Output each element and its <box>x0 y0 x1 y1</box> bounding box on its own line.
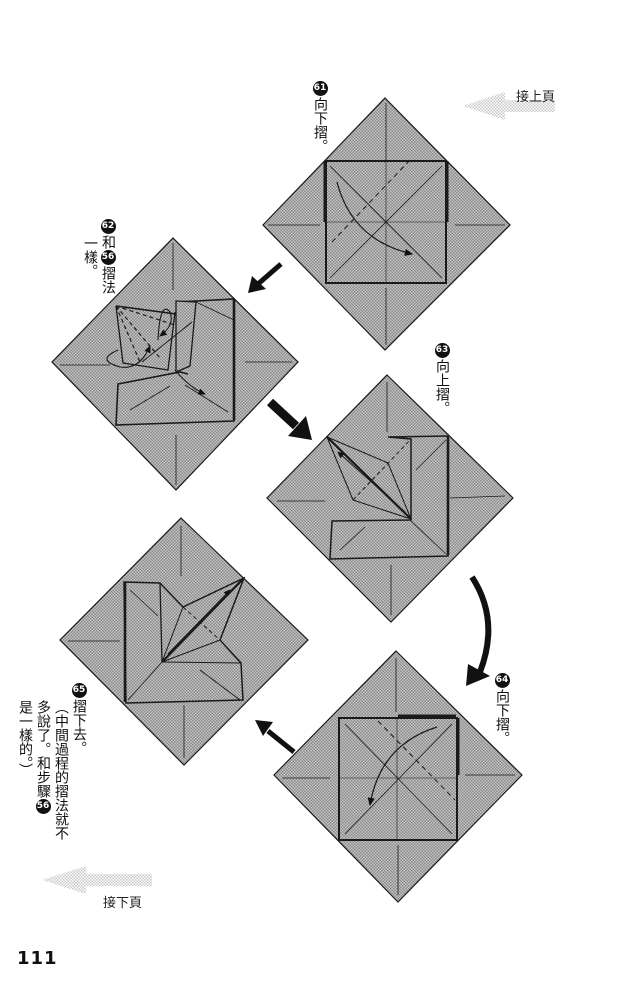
step-63-instruction: 63向上摺。 <box>434 342 450 415</box>
step-64-number-badge: 64 <box>494 673 510 688</box>
step-65-text: 摺下去。 <box>71 699 87 755</box>
next-page-arrow-icon <box>42 866 152 894</box>
step-62-text-after: 摺法 <box>100 266 116 294</box>
arrow-61-to-62-icon <box>248 262 283 293</box>
step-65-note-line2: 多說了。和步驟56 <box>35 700 51 815</box>
arrow-62-to-63-icon <box>266 398 312 440</box>
step-62-text-before: 和 <box>100 235 116 249</box>
step-62-instruction-line2: 一樣。 <box>82 236 98 278</box>
step-61-instruction: 61向下摺。 <box>312 80 328 153</box>
step-62-diagram <box>51 237 299 491</box>
step-65-number-badge: 65 <box>71 683 87 698</box>
prev-page-label: 接上頁 <box>516 90 556 105</box>
step-61-diagram <box>262 97 511 351</box>
arrow-64-to-65-icon <box>255 720 296 754</box>
step-63-text: 向上摺。 <box>434 359 450 415</box>
next-page-label: 接下頁 <box>103 896 143 911</box>
step-65-note-line3: 是一樣的。） <box>17 700 33 777</box>
step-64-diagram <box>273 650 523 903</box>
step-62-number-badge: 62 <box>100 219 116 234</box>
step-62-instruction-line1: 62和56摺法 <box>100 218 116 294</box>
step-61-number-badge: 61 <box>312 81 328 96</box>
step-65-note-line1: （中間過程的摺法就不 <box>53 700 69 840</box>
prev-page-arrow-icon <box>463 92 555 120</box>
step-62-text-line2: 一樣。 <box>82 236 98 278</box>
step-61-text: 向下摺。 <box>312 97 328 153</box>
step-65-diagram <box>59 517 309 766</box>
step-63-number-badge: 63 <box>434 343 450 358</box>
step-56-reference-badge: 56 <box>100 250 116 265</box>
page-number: 111 <box>17 948 58 969</box>
step-63-diagram <box>266 374 514 623</box>
arrow-63-to-64-icon <box>466 575 492 686</box>
step-56-reference-badge-note: 56 <box>35 799 51 814</box>
step-65-note-text-1: （中間過程的摺法就不 <box>53 700 69 840</box>
step-65-note-text-2: 多說了。和步驟 <box>35 700 51 798</box>
step-64-instruction: 64向下摺。 <box>494 672 510 745</box>
step-65-instruction: 65摺下去。 <box>71 682 87 755</box>
step-64-text: 向下摺。 <box>494 689 510 745</box>
step-65-note-text-3: 是一樣的。） <box>17 700 33 777</box>
